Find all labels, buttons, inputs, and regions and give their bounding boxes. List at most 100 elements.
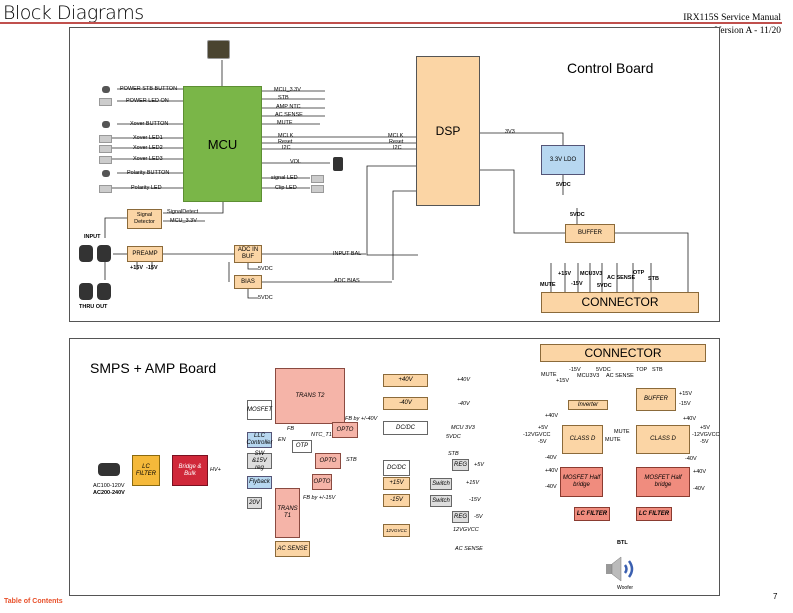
label-xover-button: Xover BUTTON xyxy=(130,121,169,127)
label-minus40-out: -40V xyxy=(458,401,470,407)
button-icon xyxy=(102,86,110,93)
speaker-icon xyxy=(606,556,634,582)
label-12vgvcc-out: 12VGVCC xyxy=(453,527,479,533)
label-left-plus5: +5V xyxy=(538,425,548,431)
label-dsp-mclk: MCLK xyxy=(388,133,404,139)
xlr-input-icon xyxy=(79,245,93,262)
label-adc-5vdc: 5VDC xyxy=(258,266,273,272)
label-amp-5vdc: 5VDC xyxy=(596,367,611,373)
signal-detector-block: Signal Detector xyxy=(127,209,162,229)
label-clip-led: Clip LED xyxy=(275,185,297,191)
amp-connector-block: CONNECTOR xyxy=(540,344,706,362)
opto-fb15-block: OPTO xyxy=(312,474,332,490)
led-icon xyxy=(311,175,324,183)
display-module-icon xyxy=(207,40,230,59)
label-bias-5vdc: 5VDC xyxy=(258,295,273,301)
label-ac-in-2: AC200-240V xyxy=(93,490,125,496)
dcdc-mcu-block: DC/DC xyxy=(383,421,428,435)
smps-board-title: SMPS + AMP Board xyxy=(90,360,217,376)
label-thru-out: THRU OUT xyxy=(79,304,108,310)
switch-plus15-block: Switch xyxy=(430,478,452,490)
label-amp-mcu3v3: MCU3V3 xyxy=(577,373,600,379)
llc-controller-block: LLC Controller xyxy=(246,432,273,448)
label-amp-minus15: -15V xyxy=(569,367,581,373)
20v-block: 20V xyxy=(247,497,262,509)
label-amp-top: TOP xyxy=(636,367,648,373)
led-icon xyxy=(99,98,112,106)
label-amp-mute: MUTE xyxy=(541,372,557,378)
opto-stb-block: OPTO xyxy=(315,453,341,469)
label-hv: HV+ xyxy=(210,467,221,473)
flyback-block: Flyback xyxy=(247,476,272,489)
label-amp-ntc: AMP NTC xyxy=(276,104,301,110)
preamp-block: PREAMP xyxy=(127,246,163,262)
xlr-thru-icon xyxy=(79,283,93,300)
ac-inlet-icon xyxy=(98,463,120,476)
lc-filter-right-block: LC FILTER xyxy=(636,507,672,521)
bias-block: BIAS xyxy=(234,275,262,289)
label-left-mosfet-plus40: +40V xyxy=(545,468,558,474)
plus15v-block: +15V xyxy=(383,477,410,490)
control-board-title: Control Board xyxy=(567,60,654,76)
label-conn-otp: OTP xyxy=(633,270,645,276)
label-left-minus5: -5V xyxy=(538,439,547,445)
dcdc-15v-block: DC/DC xyxy=(383,460,410,476)
minus15v-block: -15V xyxy=(383,494,410,507)
plus40v-block: +40V xyxy=(383,374,428,387)
trans-t1-block: TRANS T1 xyxy=(275,488,300,538)
label-right-minus5: -5V xyxy=(700,439,709,445)
label-mute-left: MUTE xyxy=(605,437,621,443)
label-plus40-out: +40V xyxy=(457,377,470,383)
label-stb: STB xyxy=(278,95,289,101)
label-mclk: MCLK xyxy=(278,133,294,139)
led-icon xyxy=(99,185,112,193)
mosfet-left-block: MOSFET Half bridge xyxy=(560,467,603,497)
ldo-block: 3.3V LDO xyxy=(541,145,585,175)
lc-filter-left-block: LC FILTER xyxy=(574,507,610,521)
label-amp-plus15: +15V xyxy=(556,378,569,384)
label-stb-opto: STB xyxy=(346,457,357,463)
label-polarity-button: Polarity BUTTON xyxy=(127,170,170,176)
xlr-thru-icon xyxy=(97,283,111,300)
led-icon xyxy=(99,156,112,164)
button-icon xyxy=(102,170,110,177)
mosfet-block: MOSFET xyxy=(247,400,272,420)
class-d-left-block: CLASS D xyxy=(562,425,603,454)
label-right-plus5: +5V xyxy=(700,425,710,431)
amp-buffer-block: BUFFER xyxy=(636,388,676,411)
label-plus5: +5V xyxy=(474,462,484,468)
label-right-mosfet-plus40: +40V xyxy=(693,469,706,475)
label-ac-sense: AC SENSE xyxy=(275,112,303,118)
label-3v3: 3V3 xyxy=(505,129,515,135)
lc-filter-input-block: LC FILTER xyxy=(132,455,160,486)
label-mcu3v3: MCU 3V3 xyxy=(451,425,475,431)
table-of-contents-link[interactable]: Table of Contents xyxy=(4,598,63,605)
label-minus5: -5V xyxy=(474,514,483,520)
reg-minus5-block: REG xyxy=(452,511,469,523)
label-buffer-5vdc: 5VDC xyxy=(570,212,585,218)
label-xover-led1: Xover LED1 xyxy=(133,135,163,141)
label-vol: VOL xyxy=(290,159,302,165)
label-left-12vgvcc: -12VGVCC xyxy=(523,432,551,438)
ac-sense-block: AC SENSE xyxy=(275,541,310,557)
label-fb40: FB by +/-40V xyxy=(345,416,378,422)
label-ntc: NTC_T1 xyxy=(311,432,332,438)
led-icon xyxy=(99,145,112,153)
label-fb: FB xyxy=(287,426,295,432)
label-btl: BTL xyxy=(617,540,628,546)
mcu-block: MCU xyxy=(183,86,262,202)
label-right-12vgvcc: -12VGVCC xyxy=(692,432,720,438)
bridge-bulk-block: Bridge & Bulk xyxy=(172,455,208,486)
label-preamp-minus15: -15V xyxy=(146,265,158,271)
label-dsp-i2c: I2C xyxy=(393,145,402,151)
label-signal-led: signal LED xyxy=(271,175,298,181)
label-woofer: Woofer xyxy=(617,585,634,591)
label-buf-plus15: +15V xyxy=(679,391,692,397)
label-i2c: I2C xyxy=(282,145,291,151)
label-mute-right: MUTE xyxy=(614,429,630,435)
label-adc-bias: ADC BIAS xyxy=(334,278,360,284)
adc-in-buf-block: ADC IN BUF xyxy=(234,245,262,263)
label-conn-mute: MUTE xyxy=(540,282,556,288)
led-icon xyxy=(99,135,112,143)
label-conn-minus15: -15V xyxy=(571,281,583,287)
